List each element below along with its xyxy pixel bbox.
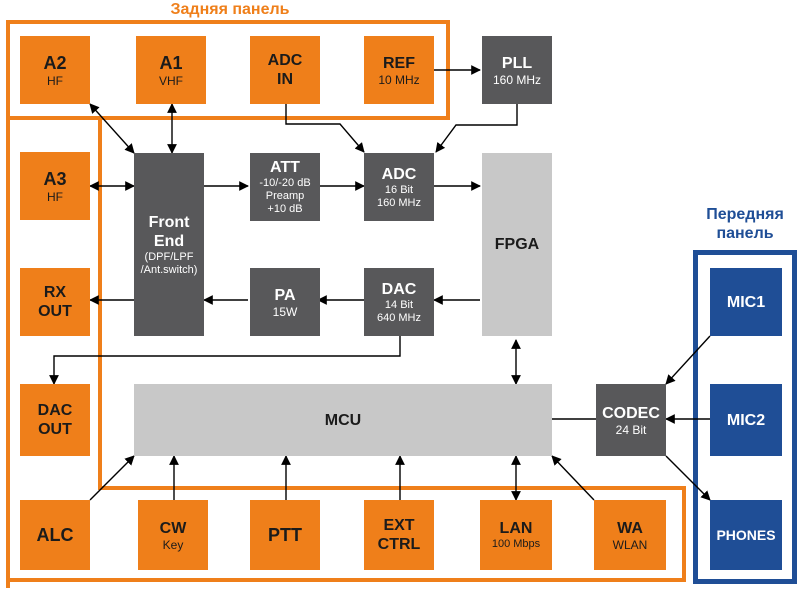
block-phones-label: PHONES xyxy=(716,526,776,543)
block-lan-sub: 100 Mbps xyxy=(491,538,541,550)
block-cw-label: CW xyxy=(159,519,187,537)
block-att-sub3: +10 dB xyxy=(267,203,303,215)
block-cw-sub: Key xyxy=(162,537,184,552)
block-fpga: FPGA xyxy=(482,153,552,336)
block-dac-out-label: DAC xyxy=(37,402,73,419)
block-codec: CODEC 24 Bit xyxy=(596,384,666,456)
block-pll-label: PLL xyxy=(501,54,533,72)
block-front-end: Front End (DPF/LPF /Ant.switch) xyxy=(134,153,204,336)
block-dac-sub1: 14 Bit xyxy=(384,298,414,311)
block-pa-sub: 15W xyxy=(272,304,298,319)
block-a2-label: A2 xyxy=(43,52,67,73)
block-mcu-label: MCU xyxy=(324,411,362,429)
block-a1: A1 VHF xyxy=(136,36,206,104)
block-alc: ALC xyxy=(20,500,90,570)
block-ptt: PTT xyxy=(250,500,320,570)
block-mic2: MIC2 xyxy=(710,384,782,456)
block-lan-label: LAN xyxy=(499,520,533,537)
block-mcu: MCU xyxy=(134,384,552,456)
block-ext-ctrl-label2: CTRL xyxy=(377,536,421,553)
block-dac: DAC 14 Bit 640 MHz xyxy=(364,268,434,336)
block-rx-out: RX OUT xyxy=(20,268,90,336)
block-adc-in-label2: IN xyxy=(277,71,293,88)
block-ptt-label: PTT xyxy=(268,524,302,545)
block-rx-out-label: RX xyxy=(43,284,67,301)
front-panel-title-line1: Передняя xyxy=(706,206,784,223)
block-front-end-sub1: (DPF/LPF xyxy=(144,250,194,263)
block-pa: PA 15W xyxy=(250,268,320,336)
rear-panel-frame-base xyxy=(6,578,102,582)
block-mic1: MIC1 xyxy=(710,268,782,336)
block-dac-out-label2: OUT xyxy=(38,421,72,438)
block-att-label: ATT xyxy=(270,159,300,176)
block-a1-label: A1 xyxy=(159,52,183,73)
block-adc-in-label: ADC xyxy=(267,52,303,69)
block-adc-sub1: 16 Bit xyxy=(384,183,414,196)
front-panel-title-line2: панель xyxy=(716,225,774,242)
block-a1-sub: VHF xyxy=(159,73,183,88)
block-codec-label: CODEC xyxy=(602,404,660,422)
block-mic1-label: MIC1 xyxy=(726,293,766,311)
block-att-sub2: Preamp xyxy=(265,190,305,202)
block-phones: PHONES xyxy=(710,500,782,570)
block-adc-in: ADC IN xyxy=(250,36,320,104)
block-pa-label: PA xyxy=(274,286,296,304)
block-ext-ctrl: EXT CTRL xyxy=(364,500,434,570)
block-wa-sub: WLAN xyxy=(612,537,648,552)
block-pll: PLL 160 MHz xyxy=(482,36,552,104)
block-a2: A2 HF xyxy=(20,36,90,104)
block-dac-label: DAC xyxy=(381,280,417,298)
front-panel-title: Передняя панель xyxy=(690,205,800,243)
rear-panel-frame-bottom xyxy=(98,486,686,582)
block-rx-out-label2: OUT xyxy=(38,303,72,320)
rear-panel-title: Задняя панель xyxy=(170,1,290,18)
block-a3-label: A3 xyxy=(43,168,67,189)
block-fpga-label: FPGA xyxy=(494,236,540,253)
front-panel-frame xyxy=(693,250,797,584)
block-adc-label: ADC xyxy=(381,165,417,183)
block-front-end-label: Front xyxy=(148,213,190,231)
block-mic2-label: MIC2 xyxy=(726,411,766,429)
block-front-end-label2: End xyxy=(153,232,185,250)
block-ext-ctrl-label: EXT xyxy=(383,517,415,534)
block-adc: ADC 16 Bit 160 MHz xyxy=(364,153,434,221)
block-dac-sub2: 640 MHz xyxy=(376,311,422,324)
block-pll-sub: 160 MHz xyxy=(492,72,542,87)
rear-panel-frame-bottom-left xyxy=(6,20,10,582)
block-lan: LAN 100 Mbps xyxy=(480,500,552,570)
block-att: ATT -10/-20 dB Preamp +10 dB xyxy=(250,153,320,221)
block-a2-sub: HF xyxy=(47,73,63,88)
block-adc-sub2: 160 MHz xyxy=(376,196,422,209)
block-ref-label: REF xyxy=(383,54,415,72)
block-cw: CW Key xyxy=(138,500,208,570)
block-dac-out: DAC OUT xyxy=(20,384,90,456)
block-wa-label: WA xyxy=(617,519,643,537)
rear-panel-frame-left-inner xyxy=(98,116,102,490)
block-front-end-sub2: /Ant.switch) xyxy=(140,263,198,276)
block-a3-sub: HF xyxy=(47,189,63,204)
block-a3: A3 HF xyxy=(20,152,90,220)
block-ref: REF 10 MHz xyxy=(364,36,434,104)
block-codec-sub: 24 Bit xyxy=(615,422,647,437)
block-att-sub1: -10/-20 dB xyxy=(259,177,311,189)
block-alc-label: ALC xyxy=(36,524,74,545)
block-wa: WA WLAN xyxy=(594,500,666,570)
block-ref-sub: 10 MHz xyxy=(378,72,420,87)
